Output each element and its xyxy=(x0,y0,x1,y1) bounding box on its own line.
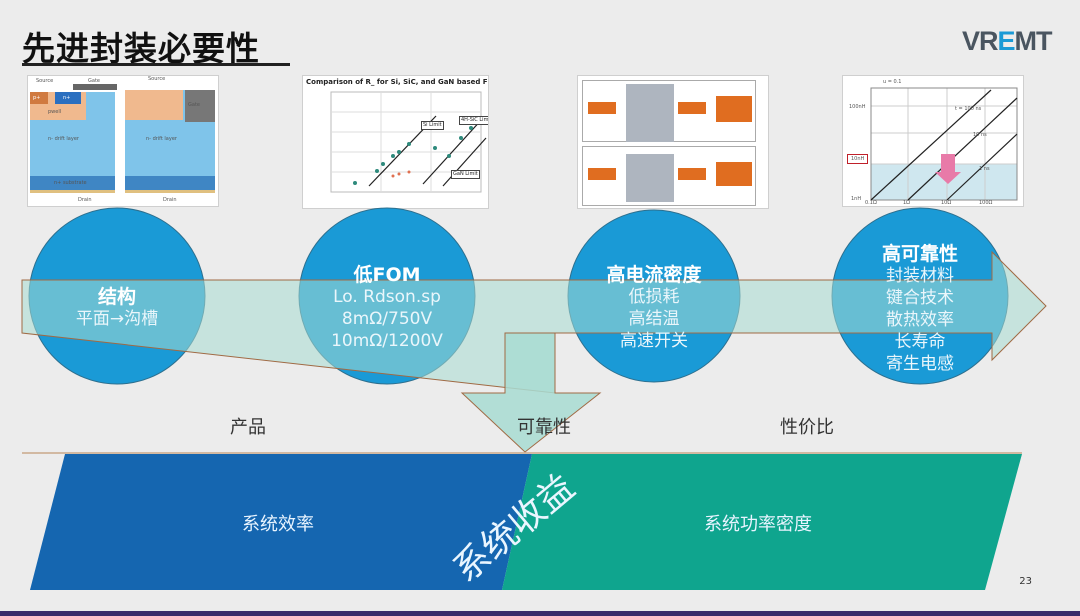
teal-panel xyxy=(502,454,1022,590)
circle-line: 键合技术 xyxy=(886,288,954,308)
drain-label: Drain xyxy=(78,197,92,203)
x-label-1: 1Ω xyxy=(903,200,911,206)
source-label-2: Source xyxy=(148,76,166,82)
circle-text-structure: 结构 平面→沟槽 xyxy=(27,286,207,330)
page-number: 23 xyxy=(1019,576,1032,587)
n-plus-label: n+ xyxy=(63,95,71,101)
si-limit-label: Si Limit xyxy=(421,121,444,130)
y-label-100nh: 100nH xyxy=(849,104,866,110)
right-arrow-band xyxy=(21,250,1047,394)
circle-line: 散热效率 xyxy=(886,310,954,330)
circle-heading: 高电流密度 xyxy=(606,264,702,286)
fom-chart-title: Comparison of R_ for Si, SiC, and GaN ba… xyxy=(306,78,489,86)
circle-heading: 高可靠性 xyxy=(881,243,958,265)
vremt-logo: VREMT xyxy=(962,26,1053,56)
circle-text-low-fom: 低FOM Lo. Rdson.sp 8mΩ/750V 10mΩ/1200V xyxy=(297,264,477,352)
x-label-0: 0.1Ω xyxy=(865,200,877,206)
circle-line: 高结温 xyxy=(628,309,680,329)
circle-line: 10mΩ/1200V xyxy=(331,331,443,351)
circle-line: 高速开关 xyxy=(620,331,688,351)
circle-heading: 低FOM xyxy=(353,264,421,286)
line-label-100ns: t = 100 ns xyxy=(955,106,982,112)
circle-line: 低损耗 xyxy=(628,287,680,307)
source-label: Source xyxy=(36,78,54,84)
x-label-2: 10Ω xyxy=(941,200,952,206)
circle-line: 封装材料 xyxy=(886,266,954,286)
sic-limit-label: 4H-SiC Limit xyxy=(459,116,488,125)
bottom-border xyxy=(0,611,1080,616)
inductance-chart-image: u = 0.1 100nH 10nH 1nH 0.1Ω 1Ω 10Ω 100Ω … xyxy=(842,75,1024,207)
slide-title: 先进封装必要性 xyxy=(22,29,260,68)
label-product: 产品 xyxy=(230,417,266,438)
u-label: u = 0.1 xyxy=(883,79,902,85)
gate-label-2: Gate xyxy=(188,102,200,108)
system-power-density-label: 系统功率密度 xyxy=(704,514,812,535)
pwell-label: pwell xyxy=(48,109,62,115)
label-reliability: 可靠性 xyxy=(517,417,571,438)
circle-line: 寄生电感 xyxy=(886,354,954,374)
circle-text-high-reliability: 高可靠性 封装材料 键合技术 散热效率 长寿命 寄生电感 xyxy=(830,243,1010,375)
y-label-1nh: 1nH xyxy=(851,196,862,202)
title-underline xyxy=(22,63,290,66)
gate-label: Gate xyxy=(88,78,100,84)
drain-label-2: Drain xyxy=(163,197,177,203)
blue-panel xyxy=(30,454,532,590)
gan-limit-label: GaN Limit xyxy=(451,170,480,179)
circle-line: 平面→沟槽 xyxy=(75,309,159,329)
drift-label: n- drift layer xyxy=(48,136,79,142)
line-label-1ns: 1 ns xyxy=(979,166,990,172)
down-arrow xyxy=(460,332,602,453)
drift-label-2: n- drift layer xyxy=(146,136,177,142)
substrate-label: n+ substrate xyxy=(54,180,87,186)
circle-line: 长寿命 xyxy=(894,332,946,352)
y-label-10nh-highlight: 10nH xyxy=(847,154,869,164)
fom-comparison-image: Comparison of R_ for Si, SiC, and GaN ba… xyxy=(302,75,489,209)
circle-text-high-current: 高电流密度 低损耗 高结温 高速开关 xyxy=(564,264,744,352)
inductance-plot xyxy=(870,87,1018,201)
circle-line: Lo. Rdson.sp xyxy=(333,287,441,307)
circle-line: 8mΩ/750V xyxy=(341,309,433,329)
system-efficiency-label: 系统效率 xyxy=(242,514,314,535)
p-plus-label: p+ xyxy=(33,95,41,101)
structure-image: Source Gate p+ n+ pwell n- drift layer n… xyxy=(27,75,219,207)
label-cost-performance: 性价比 xyxy=(780,417,834,438)
x-label-3: 100Ω xyxy=(979,200,993,206)
current-density-image xyxy=(577,75,769,209)
fom-chart-plot xyxy=(330,91,487,193)
circle-heading: 结构 xyxy=(97,286,136,308)
line-label-10ns: 10 ns xyxy=(973,132,987,138)
